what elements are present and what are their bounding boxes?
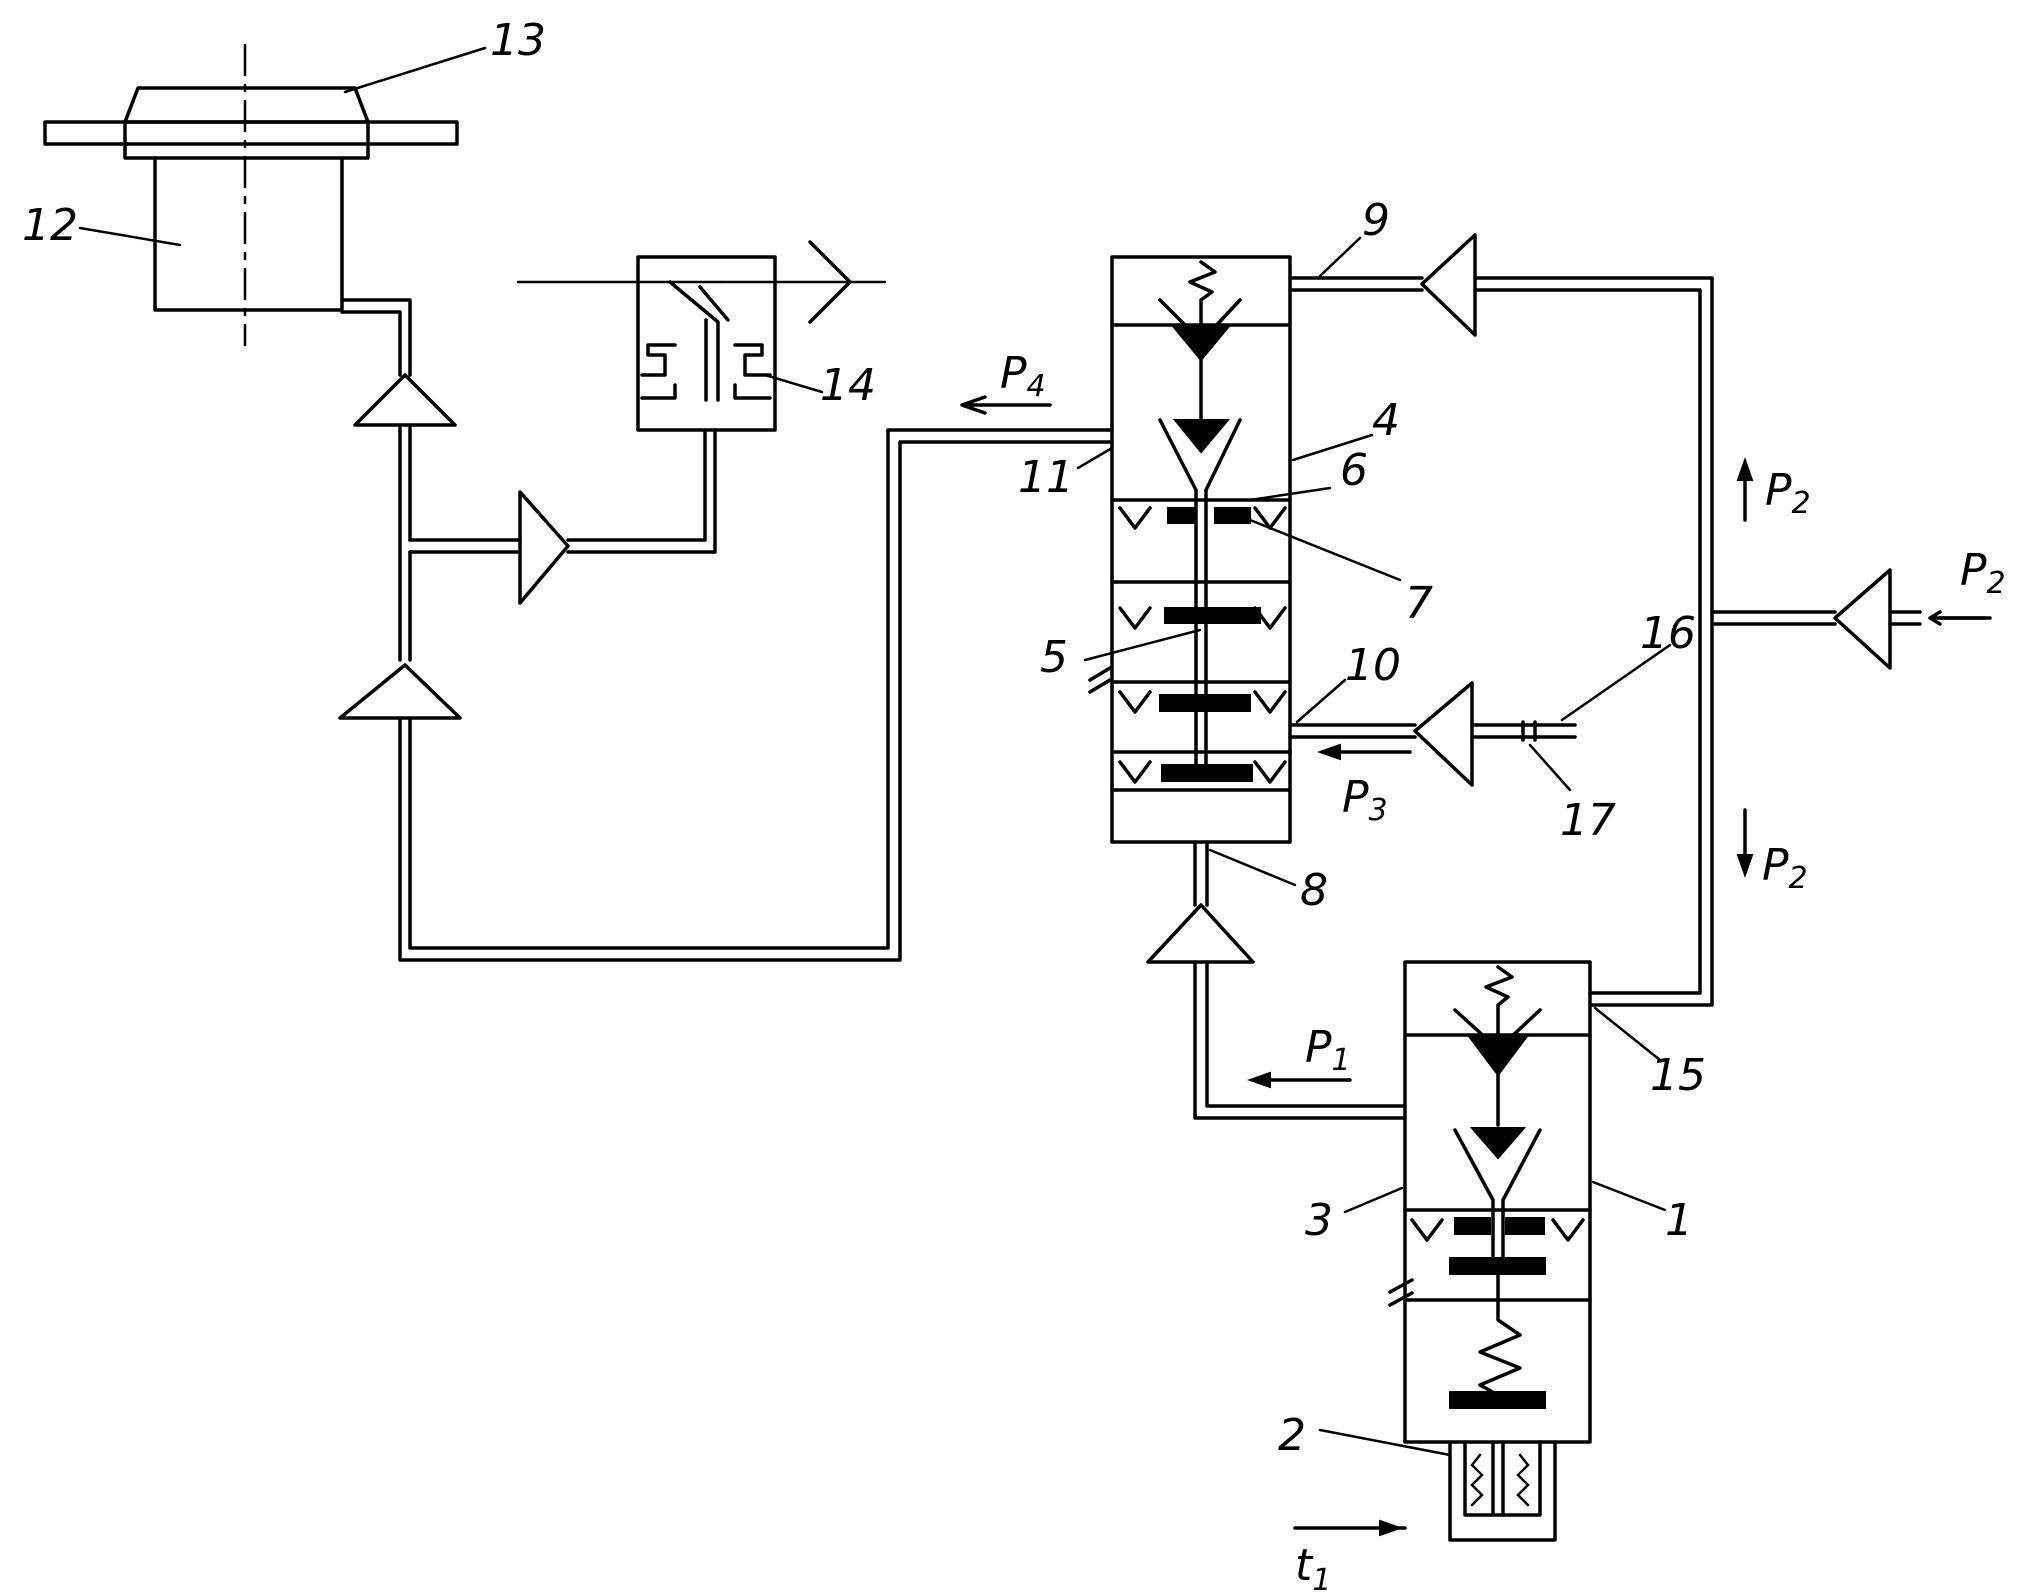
label-4: 4	[1372, 395, 1400, 446]
label-16: 16	[1640, 608, 1696, 659]
label-11: 11	[1018, 452, 1074, 503]
label-8: 8	[1300, 865, 1328, 916]
label-5: 5	[1040, 632, 1068, 683]
pipe-8	[1148, 842, 1405, 1118]
label-3: 3	[1305, 1195, 1333, 1246]
label-2: 2	[1278, 1410, 1306, 1461]
pipe-9-loop	[1290, 235, 1985, 1005]
unit-4-valve	[1090, 257, 1290, 842]
check-valve-upper-left	[355, 375, 455, 425]
pipe-12-down	[342, 300, 1112, 960]
label-10: 10	[1345, 640, 1401, 691]
label-15: 15	[1650, 1050, 1706, 1101]
label-7: 7	[1405, 578, 1433, 629]
label-1: 1	[1665, 1195, 1693, 1246]
check-valve-lower-left	[340, 665, 460, 718]
branch-to-14	[410, 430, 715, 603]
label-6: 6	[1340, 445, 1368, 496]
flow-arrows	[962, 397, 1990, 1535]
pressure-p1: P1	[1305, 1022, 1351, 1078]
pressure-p2-right: P2	[1960, 545, 2006, 601]
unit-1-regulator	[1390, 962, 1590, 1540]
pressure-p2-up: P2	[1765, 465, 1811, 521]
pressure-p4: P4	[1000, 348, 1046, 404]
pressure-p2-down: P2	[1762, 840, 1808, 896]
part-labels: 13 12 14 9 4 6 7 5 11 10 16 17 8 15 3 1 …	[22, 15, 1706, 1461]
label-17: 17	[1560, 795, 1616, 846]
label-12: 12	[22, 200, 78, 251]
label-14: 14	[820, 360, 876, 411]
label-9: 9	[1362, 195, 1390, 246]
pressure-p3: P3	[1342, 772, 1388, 828]
label-13: 13	[490, 15, 546, 66]
unit-12-tank	[45, 45, 485, 345]
temperature-t1: t1	[1295, 1540, 1331, 1595]
